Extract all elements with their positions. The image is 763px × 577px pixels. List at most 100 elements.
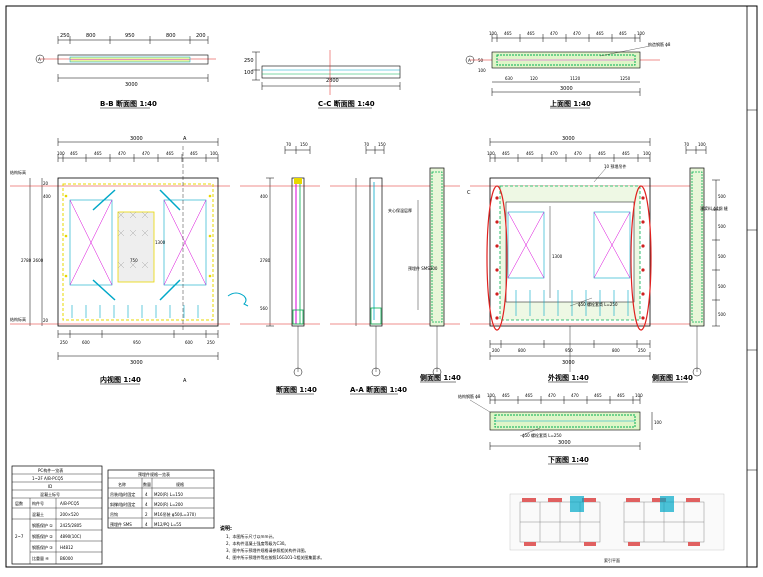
inner-window [117, 211, 155, 283]
side2-vdim-1: 500 [718, 194, 726, 199]
side2-vdim-3: 500 [718, 254, 726, 259]
outer-dim-7: 465 [622, 151, 630, 156]
embed-h2: 数量 [143, 481, 151, 487]
outer-dim-2: 465 [502, 151, 510, 156]
bottom-total: 3000 [558, 440, 571, 446]
embed-r0-spec: M20(R) L=150 [154, 492, 183, 497]
top-dim-2: 465 [504, 31, 512, 36]
top-axis: A [468, 58, 471, 63]
outer-center-dim: 1300 [552, 254, 563, 259]
outer-highlight-right [630, 185, 652, 331]
inner-dim-7: 465 [190, 151, 198, 156]
sec-dim-1: 70 [286, 142, 292, 147]
pc-row-1: 1~2F A/B-PCQ5 [32, 476, 64, 481]
note-line-2: 2、本构件混凝土强度等级为C30。 [226, 540, 288, 546]
top-dim-1: 100 [489, 31, 497, 36]
pc-p2-value: 2425/2805 [60, 523, 82, 528]
top-dim-4: 470 [550, 31, 558, 36]
inner-title: 内视图 1:40 [100, 375, 141, 384]
embed-r1-qty: 4 [145, 502, 148, 507]
cc-title: C-C 断面图 1:40 [318, 99, 375, 108]
embed-r3-spec: M12/PQ L=55 [154, 522, 182, 527]
embed-r0-name: 吊装/临时固定 [110, 491, 135, 497]
outer-bdim-3: 950 [565, 348, 573, 353]
section-title: 断面图 1:40 [276, 385, 317, 394]
pc-subtitle: 混凝土标号 [40, 491, 60, 497]
cc-dim-1: 250 [244, 58, 254, 64]
inner-total-top: 3000 [130, 136, 143, 142]
sec-ldim-2: 400 [260, 194, 268, 199]
bb-title: B-B 断面图 1:40 [100, 99, 157, 108]
outer-title: 外视图 1:40 [548, 373, 589, 382]
embed-r2-spec: M16吊装 φ50(L=370) [154, 511, 196, 517]
inner-panel [57, 177, 219, 327]
top-label: 构造钢筋 ϕ8 [648, 41, 671, 47]
aa-section-view: 70 150 夹心保温层厚 A-A 断面图 1:40 [330, 142, 412, 395]
outer-dim-1: 100 [487, 151, 495, 156]
inner-ldim-2: 400 [43, 194, 51, 199]
hook-detail [227, 292, 249, 307]
outer-bdim-5: 250 [638, 348, 646, 353]
bb-axis-bubble [35, 54, 45, 64]
bb-dim-5: 200 [196, 33, 206, 39]
pc-table: PC构件一览表 1~2F A/B-PCQ5 ID 混凝土标号 层数 构件号 A/… [11, 465, 103, 565]
bb-dim-4: 800 [166, 33, 176, 39]
outer-mark-left: C [467, 190, 471, 196]
inner-dim-1: 100 [57, 151, 65, 156]
outer-dim-4: 470 [550, 151, 558, 156]
outer-bdim-2: 800 [518, 348, 526, 353]
top-left-dim-1: 50 [478, 58, 484, 63]
pc-p1-name: 混凝土 [32, 511, 44, 517]
note-line-3: 3、图中所示预埋件规格请参照相关构件详图。 [226, 547, 309, 553]
top-dim-b4: 1250 [620, 76, 631, 81]
bottom-dim-8: 100 [635, 393, 643, 398]
pc-p5-value: B6000 [60, 556, 73, 561]
outer-bdim-1: 200 [492, 348, 500, 353]
top-left-dim-2: 100 [478, 68, 486, 73]
embed-r0-qty: 4 [145, 492, 148, 497]
bottom-dim-1: 100 [487, 393, 495, 398]
outer-dim-6: 465 [598, 151, 606, 156]
inner-ldim-1: 20 [43, 181, 49, 186]
pc-p4-name: 钢筋保护 ③ [32, 544, 53, 550]
inner-total-bottom: 3000 [130, 360, 143, 366]
key-plan: 索引平面 [509, 493, 725, 563]
embed-r2-name: 吊钩 [110, 511, 118, 517]
inner-dim-5: 470 [142, 151, 150, 156]
bb-axis: A [38, 57, 41, 62]
side2-view: 70 100 500 500 500 500 500 灌浆料 ϕ4钢 缝 侧面图… [652, 142, 728, 383]
aa-dim-2: 150 [378, 142, 386, 147]
embed-table: 预埋件规格一览表 名称 数量 规格 吊装/临时固定 4 M20(R) L=150… [107, 469, 215, 529]
aa-label: 夹心保温层厚 [388, 207, 412, 213]
inner-level-bottom: 结构标高 [10, 316, 26, 322]
outer-total-bottom: 3000 [562, 360, 575, 366]
side2-dim-2: 100 [698, 142, 706, 147]
bb-panel [57, 54, 209, 65]
inner-section-mark-bottom: A [183, 378, 187, 384]
cc-panel [261, 65, 401, 79]
inner-dim-2: 465 [70, 151, 78, 156]
inner-bdim-1: 250 [60, 340, 68, 345]
bb-dim-3: 950 [125, 33, 135, 39]
inner-window-dim: 1300 [155, 240, 166, 245]
top-dim-b1: 630 [505, 76, 513, 81]
inner-section-mark-top: A [183, 136, 187, 142]
pc-p0-name: 构件号 [32, 500, 44, 506]
cc-dim-2: 100 [244, 70, 254, 76]
embed-r3-qty: 4 [145, 522, 148, 527]
embed-r1-spec: M20(R) L=200 [154, 502, 183, 507]
pc-p2-name: 钢筋保护 ① [32, 522, 53, 528]
bb-dim-1: 250 [60, 33, 70, 39]
bottom-dim-5: 470 [571, 393, 579, 398]
pc-p1-value: 200×520 [60, 512, 79, 517]
top-dim-7: 465 [619, 31, 627, 36]
inner-center-dim: 750 [130, 258, 138, 263]
side1-title: 侧面图 1:40 [420, 373, 461, 382]
section-panel [291, 177, 305, 327]
inner-ldim-5: 20 [43, 318, 49, 323]
embed-h1: 名称 [118, 481, 126, 487]
pc-p3-name: 钢筋保护 ② [32, 533, 53, 539]
inner-bdim-3: 950 [133, 340, 141, 345]
side2-vdim-4: 500 [718, 284, 726, 289]
